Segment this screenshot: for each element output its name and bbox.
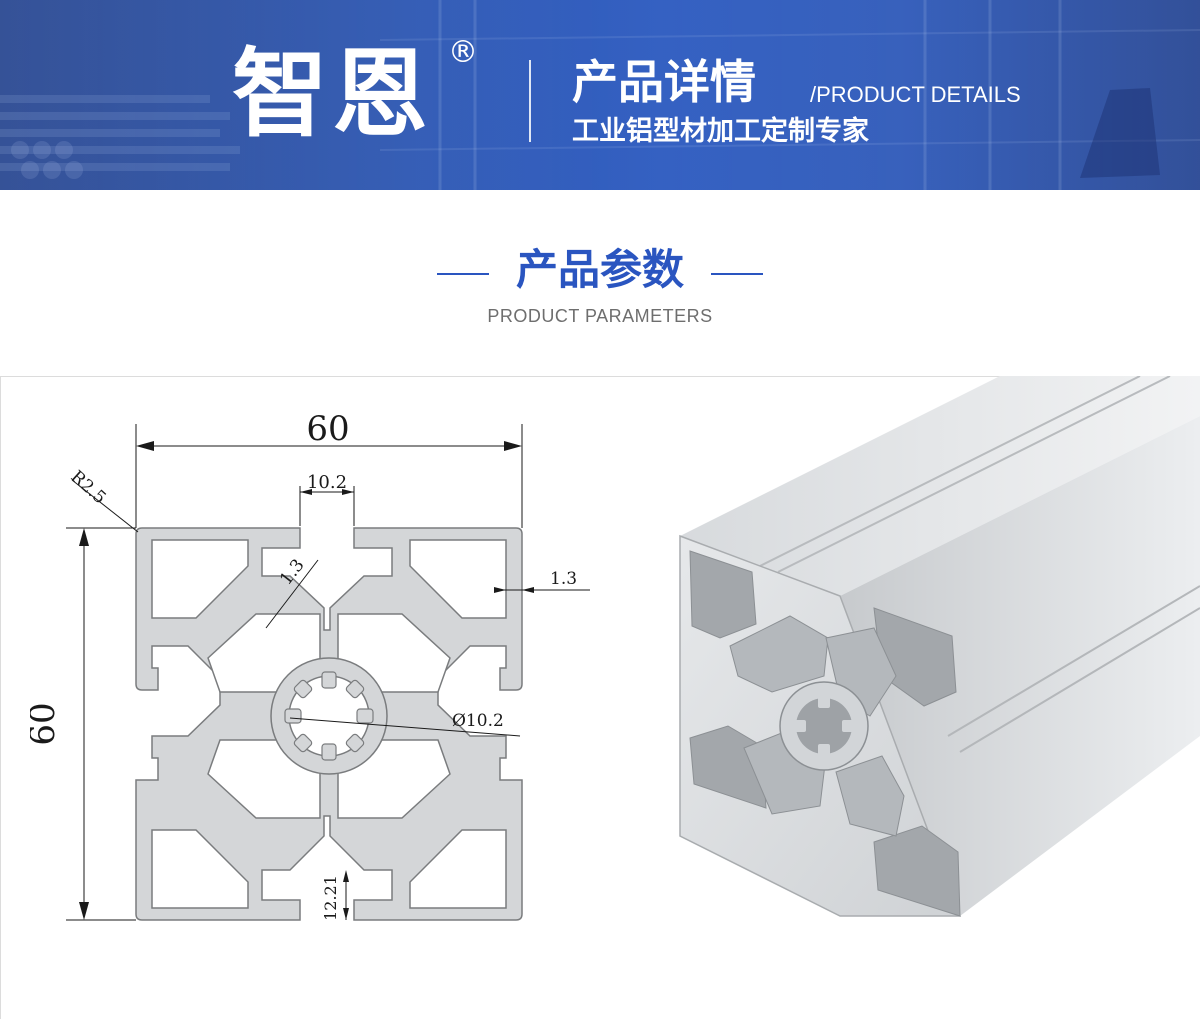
profile-product-photo: [679, 376, 1200, 917]
dim-center-bore-label: Ø10.2: [452, 711, 504, 731]
dimension-arrows: [79, 441, 534, 920]
section-title-line-right: [711, 273, 763, 275]
page-subtitle: 工业铝型材加工定制专家: [572, 116, 869, 147]
header-divider: [529, 60, 531, 142]
dimension-lines: [66, 424, 590, 921]
dim-slot-width-label: 10.2: [307, 472, 347, 493]
profile-cross-section-drawing: 60 10.2 R2.5 60 1.3 1.3 Ø10.2 12.21: [30, 409, 590, 921]
page-title: 产品详情: [572, 55, 756, 109]
dim-width-label: 60: [306, 409, 349, 449]
section-subtitle: PRODUCT PARAMETERS: [487, 306, 713, 326]
dim-height-label: 60: [30, 702, 63, 745]
section-title: 产品参数: [515, 245, 684, 294]
dim-outer-wall-label: 1.3: [550, 569, 577, 589]
header-banner: 智恩 ® 产品详情 /PRODUCT DETAILS 工业铝型材加工定制专家: [0, 0, 1200, 190]
dim-slot-depth-label: 12.21: [321, 875, 340, 921]
section-title-line-left: [437, 273, 489, 275]
brand-logo-text: 智恩: [232, 38, 432, 150]
profile-section-body: [135, 527, 523, 921]
registered-mark-icon: ®: [448, 35, 478, 70]
page-title-en: /PRODUCT DETAILS: [810, 82, 1021, 107]
warehouse-background: [0, 0, 1200, 190]
dim-corner-radius-label: R2.5: [67, 467, 110, 509]
